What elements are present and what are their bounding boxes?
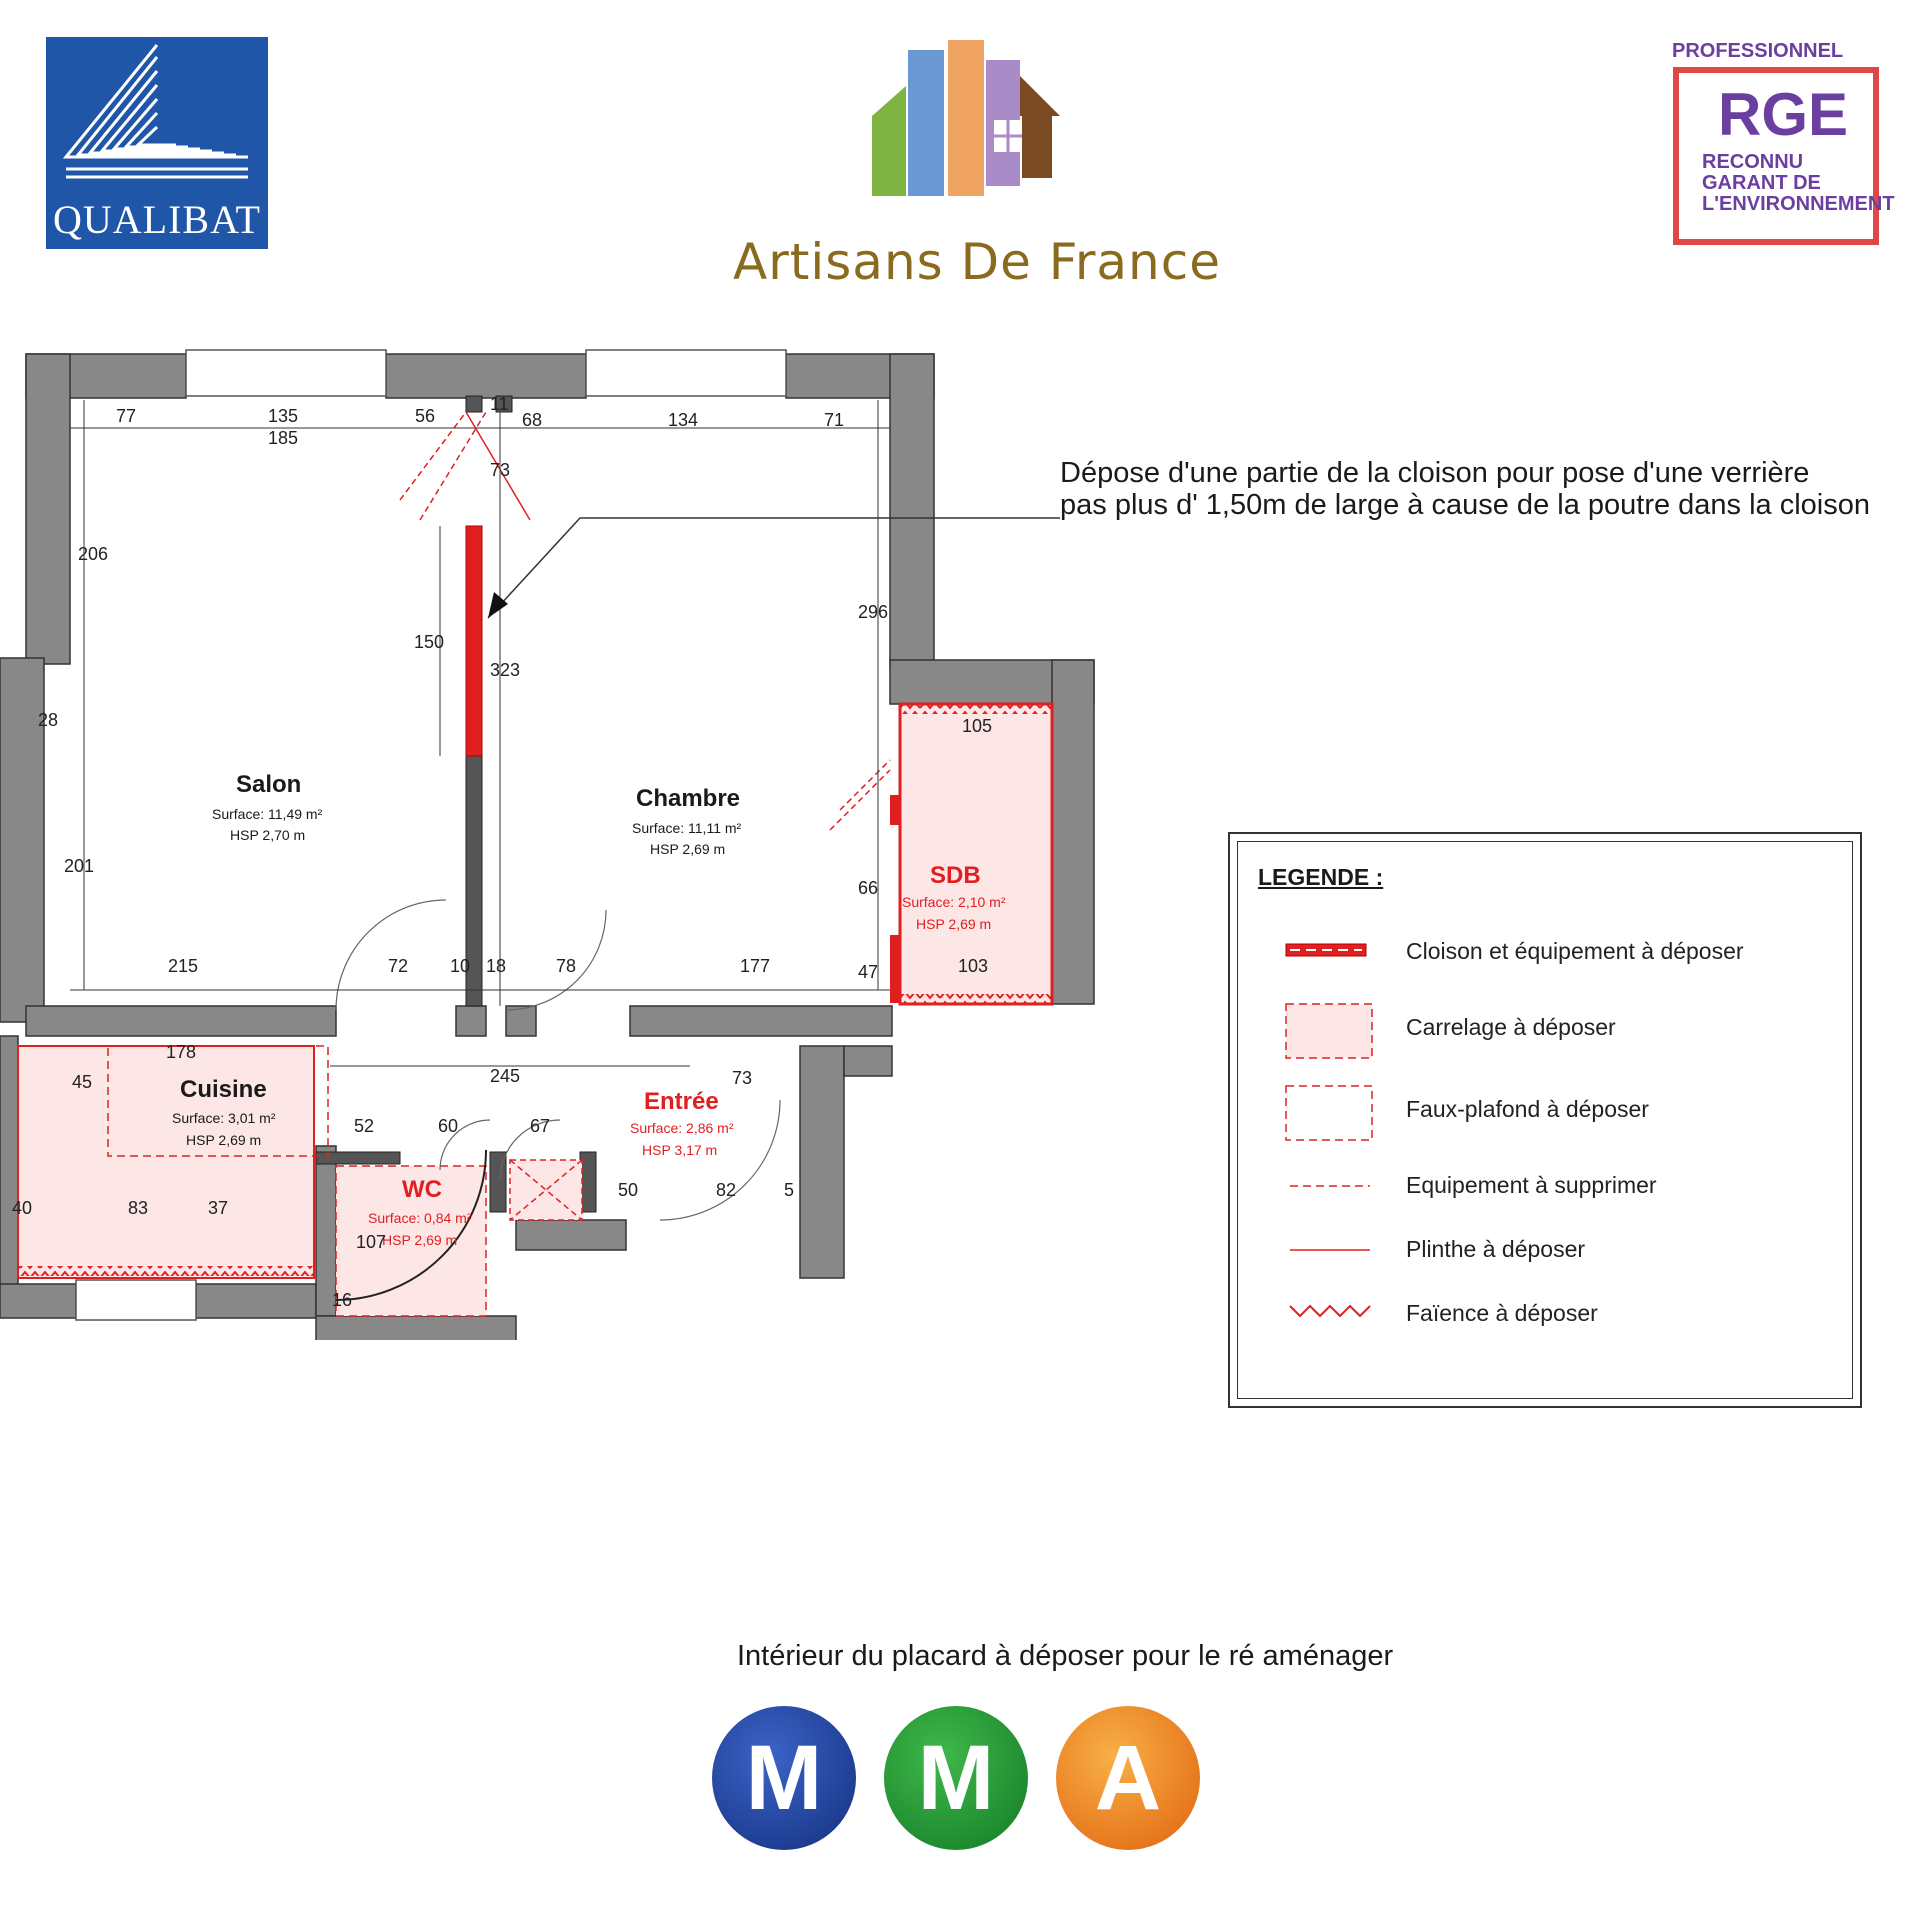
dimension: 185 xyxy=(268,428,299,448)
mma-logo-a: A xyxy=(1056,1706,1200,1850)
dimension: 28 xyxy=(38,710,59,730)
room-sdb-surface: Surface: 2,10 m² xyxy=(902,894,1006,910)
room-cuisine-hsp: HSP 2,69 m xyxy=(186,1132,262,1148)
rge-line3: L'ENVIRONNEMENT xyxy=(1702,193,1895,215)
room-sdb-hsp: HSP 2,69 m xyxy=(916,916,992,932)
annotation-verriere-line2: pas plus d' 1,50m de large à cause de la… xyxy=(1060,489,1871,521)
dimension: 18 xyxy=(486,956,507,976)
rge-subtitle: RECONNU GARANT DE L'ENVIRONNEMENT xyxy=(1702,151,1895,215)
artisans-de-france-logo-text: Artisans De France xyxy=(733,233,1221,291)
rge-line1: RECONNU xyxy=(1702,151,1804,173)
dimension: 50 xyxy=(618,1180,639,1200)
dimension: 40 xyxy=(12,1198,33,1218)
dimension: 206 xyxy=(78,544,109,564)
dimension: 45 xyxy=(72,1072,93,1092)
legend-item-plinthe: Plinthe à déposer xyxy=(1406,1236,1586,1262)
dimension: 107 xyxy=(356,1232,387,1252)
dimension: 178 xyxy=(166,1042,197,1062)
dimension: 68 xyxy=(522,410,543,430)
dimension: 71 xyxy=(824,410,845,430)
annotation-verriere-line1: Dépose d'une partie de la cloison pour p… xyxy=(1060,457,1810,489)
dimension: 60 xyxy=(438,1116,459,1136)
legend-item-cloison: Cloison et équipement à déposer xyxy=(1406,938,1744,964)
dimension: 10 xyxy=(450,956,471,976)
dimension: 77 xyxy=(116,406,137,426)
legend-item-equipement: Equipement à supprimer xyxy=(1406,1172,1657,1198)
room-chambre-surface: Surface: 11,11 m² xyxy=(632,820,742,836)
qualibat-text: QUALIBAT xyxy=(53,197,261,242)
room-salon-surface: Surface: 11,49 m² xyxy=(212,806,323,822)
room-wc-surface: Surface: 0,84 m² xyxy=(368,1210,472,1226)
room-cuisine-name: Cuisine xyxy=(180,1076,267,1103)
dimension: 52 xyxy=(354,1116,375,1136)
dimension: 56 xyxy=(415,406,436,426)
dimension: 215 xyxy=(168,956,199,976)
house-logo-icon xyxy=(872,40,1060,196)
dimension: 150 xyxy=(414,632,445,652)
room-cuisine-surface: Surface: 3,01 m² xyxy=(172,1110,276,1126)
dimension: 83 xyxy=(128,1198,149,1218)
legend-item-faience: Faïence à déposer xyxy=(1406,1300,1598,1326)
dimension: 323 xyxy=(490,660,521,680)
legend-inner-frame xyxy=(1237,841,1853,1399)
dimension: 201 xyxy=(64,856,95,876)
legend-item-faux-plafond: Faux-plafond à déposer xyxy=(1406,1096,1649,1122)
rge-professionnel: PROFESSIONNEL xyxy=(1672,40,1844,62)
rge-main: RGE xyxy=(1718,81,1849,148)
dimension: 73 xyxy=(490,460,511,480)
dimension: 134 xyxy=(668,410,699,430)
room-chambre-name: Chambre xyxy=(636,785,741,812)
room-wc-hsp: HSP 2,69 m xyxy=(382,1232,458,1248)
room-entree-hsp: HSP 3,17 m xyxy=(642,1142,718,1158)
dimension: 67 xyxy=(530,1116,551,1136)
room-chambre-hsp: HSP 2,69 m xyxy=(650,841,726,857)
room-sdb-name: SDB xyxy=(930,862,981,889)
legend-item-carrelage: Carrelage à déposer xyxy=(1406,1014,1616,1040)
room-wc-name: WC xyxy=(402,1176,442,1203)
legend-title: LEGENDE : xyxy=(1258,864,1384,890)
dimension: 82 xyxy=(716,1180,737,1200)
rge-line2: GARANT DE xyxy=(1702,172,1821,194)
room-entree-surface: Surface: 2,86 m² xyxy=(630,1120,734,1136)
dimension: 103 xyxy=(958,956,989,976)
floor-plan xyxy=(0,349,1095,1340)
room-salon-hsp: HSP 2,70 m xyxy=(230,827,306,843)
dimension: 37 xyxy=(208,1198,229,1218)
dimension: 66 xyxy=(858,878,879,898)
dimension: 245 xyxy=(490,1066,521,1086)
dimension: 135 xyxy=(268,406,299,426)
dimension: 296 xyxy=(858,602,889,622)
dimension: 105 xyxy=(962,716,993,736)
room-salon-name: Salon xyxy=(236,771,302,798)
dimension: 78 xyxy=(556,956,577,976)
dimension: 16 xyxy=(332,1290,353,1310)
rge-logo: PROFESSIONNEL RGE RECONNU GARANT DE L'EN… xyxy=(1670,40,1895,250)
dimension: 72 xyxy=(388,956,409,976)
mma-logo-m2: M xyxy=(884,1706,1028,1850)
dimension: 5 xyxy=(784,1180,795,1200)
dimension: 73 xyxy=(732,1068,753,1088)
legend-box: LEGENDE : Cloison et équipement à dépose… xyxy=(1228,832,1862,1408)
dimension: 47 xyxy=(858,962,879,982)
qualibat-logo: QUALIBAT xyxy=(46,37,268,249)
annotation-placard: Intérieur du placard à déposer pour le r… xyxy=(737,1640,1394,1672)
dimension: 11 xyxy=(490,394,509,414)
dimension: 177 xyxy=(740,956,771,976)
room-entree-name: Entrée xyxy=(644,1088,719,1115)
mma-logo-m1: M xyxy=(712,1706,856,1850)
